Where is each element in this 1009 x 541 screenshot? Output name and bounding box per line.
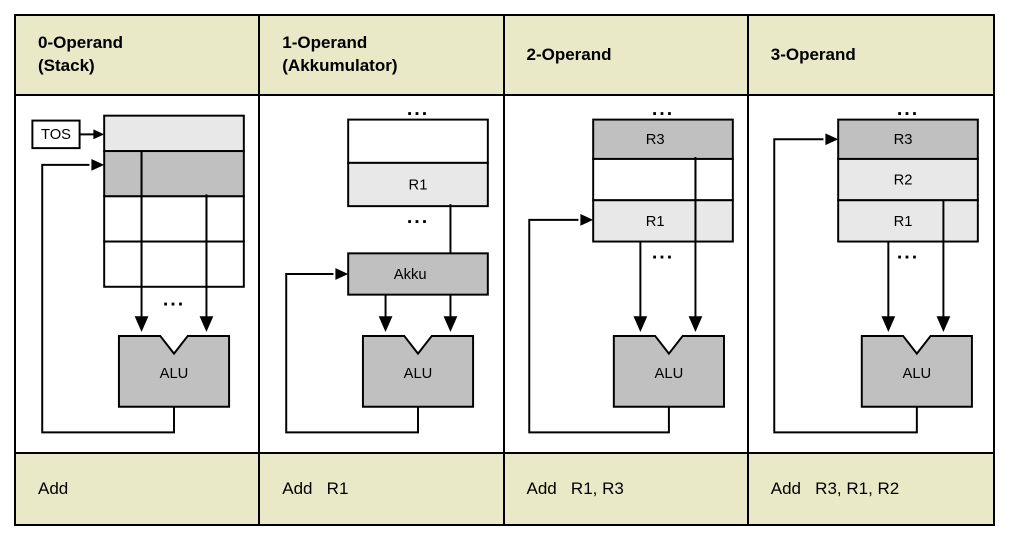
alu-unit: ALU [362,334,475,408]
register-file-bottom-ellipsis: ... [897,242,919,264]
register-label-r3: R3 [645,132,664,148]
diagram-cell-three-operand: ... R3 R2 R1 ... [748,96,993,452]
stack-memory-block [103,114,245,288]
stack-ellipsis: ... [163,289,185,311]
accumulator-machine-diagram: ... R1 ... [260,96,502,452]
register-file-top-ellipsis: ... [407,98,429,120]
stack-operand-buses [134,151,214,333]
register-file-top-ellipsis: ... [651,98,673,120]
instruction-cell-one-operand: Add R1 [260,454,505,524]
accumulator-label: Akku [394,267,427,283]
register-label-r3: R3 [893,132,912,148]
alu-unit: ALU [612,334,725,408]
accumulator-writeback-path [285,268,420,434]
header-label-three-operand: 3-Operand [770,44,856,64]
instruction-row: Add Add R1 Add R1, R3 Add R3, R1, R2 [16,454,993,524]
header-label-two-operand: 2-Operand [526,44,612,64]
instruction-label-one-operand: Add R1 [282,479,349,498]
register-label-r1: R1 [409,177,428,193]
header-row: 0-Operand (Stack) 1-Operand (Akkumulator… [16,16,993,96]
register-file-block: R1 [347,118,490,208]
instruction-label-two-operand: Add R1, R3 [526,479,624,498]
register-label-r1: R1 [893,214,912,230]
instruction-label-three-operand: Add R3, R1, R2 [770,479,900,498]
accumulator-register: Akku [347,252,490,296]
register-file-block: R3 R1 [591,118,734,243]
alu-unit: ALU [117,334,231,408]
header-label-zero-operand: 0-Operand (Stack) [38,33,124,75]
instruction-cell-three-operand: Add R3, R1, R2 [748,454,993,524]
operand-buses [633,156,702,333]
header-cell-three-operand: 3-Operand [748,16,993,94]
stack-machine-diagram: TOS ... [16,96,258,452]
two-operand-machine-diagram: ... R3 R1 ... [505,96,747,452]
register-label-r2: R2 [893,172,912,188]
register-writeback-path [773,133,918,434]
instruction-label-zero-operand: Add [38,479,69,498]
diagram-cell-zero-operand: TOS ... [16,96,261,452]
header-label-one-operand: 1-Operand (Akkumulator) [282,33,398,75]
alu-label: ALU [654,366,683,382]
register-writeback-path [527,214,670,434]
three-operand-machine-diagram: ... R3 R2 R1 ... [749,96,993,452]
register-file-block: R3 R2 R1 [836,118,979,243]
register-file-bottom-ellipsis: ... [407,206,429,228]
instruction-cell-two-operand: Add R1, R3 [504,454,749,524]
operand-buses [881,241,951,333]
register-file-bottom-ellipsis: ... [651,242,673,264]
accumulator-operand-bus [378,294,393,333]
header-cell-two-operand: 2-Operand [504,16,749,94]
alu-label: ALU [902,366,931,382]
register-label-r1: R1 [645,214,664,230]
alu-label: ALU [404,366,433,382]
tos-pointer: TOS [31,119,105,150]
alu-label: ALU [160,366,189,382]
alu-unit: ALU [860,334,973,408]
instruction-cell-zero-operand: Add [16,454,261,524]
stack-writeback-path [41,158,175,434]
header-cell-zero-operand: 0-Operand (Stack) [16,16,261,94]
tos-pointer-label: TOS [41,127,71,143]
register-file-top-ellipsis: ... [897,98,919,120]
header-cell-one-operand: 1-Operand (Akkumulator) [260,16,505,94]
diagram-cell-two-operand: ... R3 R1 ... [504,96,749,452]
diagram-cell-one-operand: ... R1 ... [260,96,505,452]
operand-comparison-table: 0-Operand (Stack) 1-Operand (Akkumulator… [14,14,995,526]
diagram-row: TOS ... [16,96,993,454]
